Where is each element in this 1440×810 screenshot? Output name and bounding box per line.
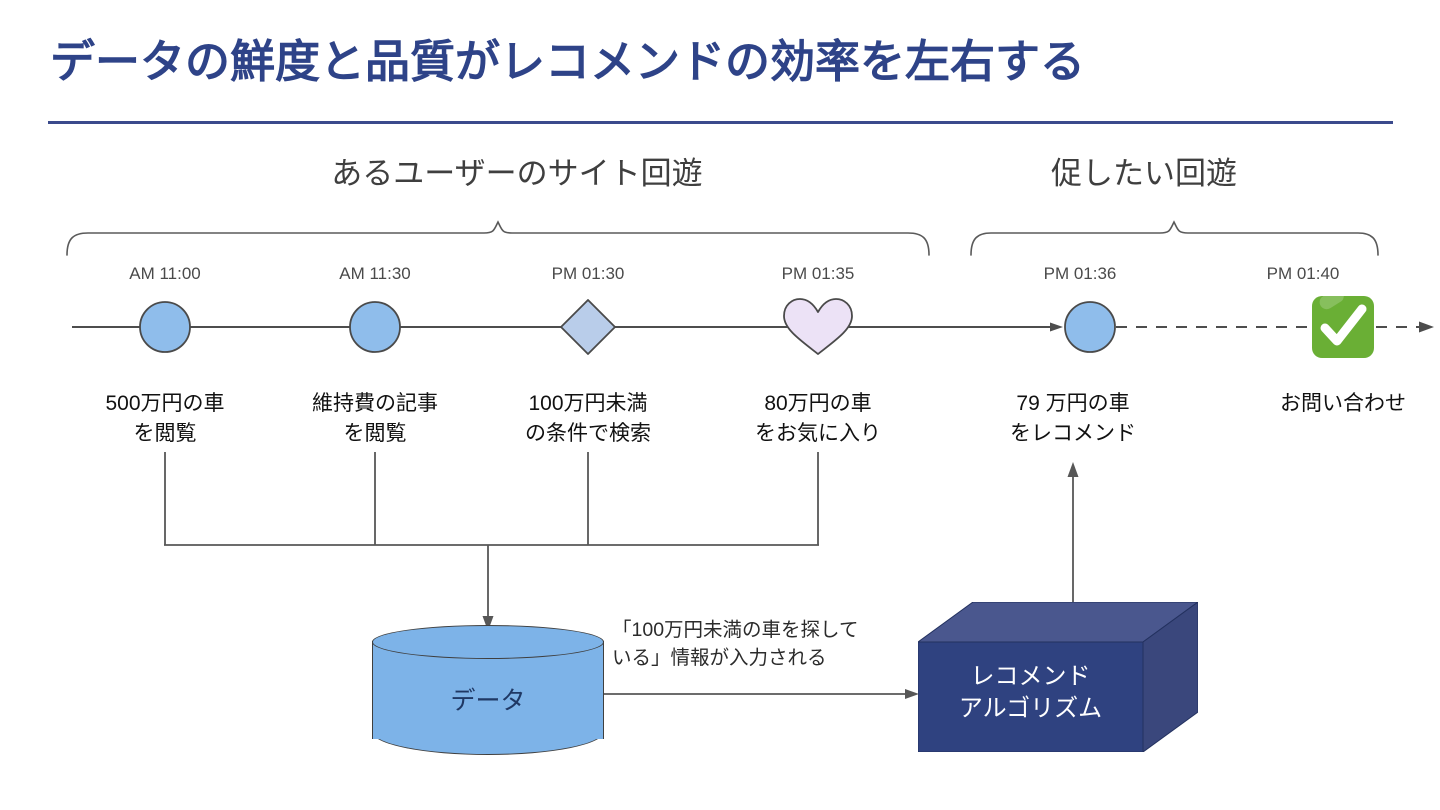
- green-check-icon[interactable]: [1312, 286, 1374, 358]
- algorithm-box[interactable]: レコメンド アルゴリズム: [918, 602, 1198, 752]
- section-heading-actual: あるユーザーのサイト回遊: [331, 156, 703, 191]
- diamond-marker[interactable]: [560, 299, 616, 355]
- event-caption-line: を閲覧: [343, 421, 407, 445]
- time-label: PM 01:36: [1043, 264, 1117, 283]
- check-glyph: [1320, 304, 1367, 346]
- heart-marker[interactable]: [783, 298, 853, 355]
- event-caption: 79 万円の車 をレコメンド: [968, 389, 1178, 449]
- pipeline-annotation: 「100万円未満の車を探して いる」情報が入力される: [612, 616, 912, 673]
- event-caption-line: 100万円未満: [528, 392, 648, 415]
- time-label: PM 01:35: [781, 264, 855, 283]
- brace-actual: [66, 220, 930, 256]
- algorithm-box-label-line: レコメンド: [970, 663, 1091, 690]
- datastore-label: データ: [450, 687, 526, 715]
- event-caption-line: お問い合わせ: [1280, 392, 1406, 415]
- event-caption-line: 80万円の車: [764, 392, 872, 415]
- annotation-line: いる」情報が入力される: [612, 647, 827, 670]
- circle-marker[interactable]: [139, 301, 191, 353]
- title-divider: [48, 121, 1393, 124]
- algorithm-box-label-line: アルゴリズム: [958, 695, 1103, 723]
- datastore-cylinder[interactable]: データ: [372, 625, 604, 755]
- time-label: AM 11:00: [129, 264, 201, 283]
- event-caption-line: をレコメンド: [1010, 421, 1136, 445]
- circle-marker[interactable]: [1064, 301, 1116, 353]
- section-heading-desired: 促したい回遊: [1051, 156, 1237, 191]
- algorithm-feed-arrowhead: [905, 689, 919, 699]
- page-title: データの鮮度と品質がレコメンドの効率を左右する: [50, 36, 1086, 87]
- timeline-arrowhead-mid: [1050, 322, 1063, 332]
- event-caption-line: 維持費の記事: [312, 392, 438, 415]
- time-label: PM 01:30: [551, 264, 625, 283]
- event-caption-line: を閲覧: [133, 421, 197, 445]
- circle-marker[interactable]: [349, 301, 401, 353]
- recommendation-output-arrowhead: [1067, 462, 1079, 477]
- box-3d-faces: [918, 602, 1198, 752]
- cylinder-top: [372, 625, 604, 659]
- algorithm-box-label: レコメンド アルゴリズム: [918, 661, 1143, 725]
- brace-desired: [970, 220, 1379, 256]
- event-caption: 維持費の記事 を閲覧: [270, 389, 480, 449]
- event-caption: 80万円の車 をお気に入り: [713, 389, 923, 449]
- datastore-feed-arrowhead: [482, 616, 494, 631]
- event-caption-line: 79 万円の車: [1016, 392, 1130, 415]
- annotation-line: 「100万円未満の車を探して: [612, 619, 859, 641]
- event-caption-line: をお気に入り: [755, 421, 881, 445]
- time-label: AM 11:30: [339, 264, 411, 283]
- event-caption: お問い合わせ: [1238, 389, 1440, 419]
- time-label: PM 01:40: [1266, 264, 1340, 283]
- event-caption-line: 500万円の車: [105, 392, 225, 415]
- event-caption-line: の条件で検索: [525, 421, 651, 445]
- timeline-arrowhead-end: [1419, 321, 1434, 333]
- event-caption: 100万円未満 の条件で検索: [483, 389, 693, 449]
- event-caption: 500万円の車 を閲覧: [60, 389, 270, 449]
